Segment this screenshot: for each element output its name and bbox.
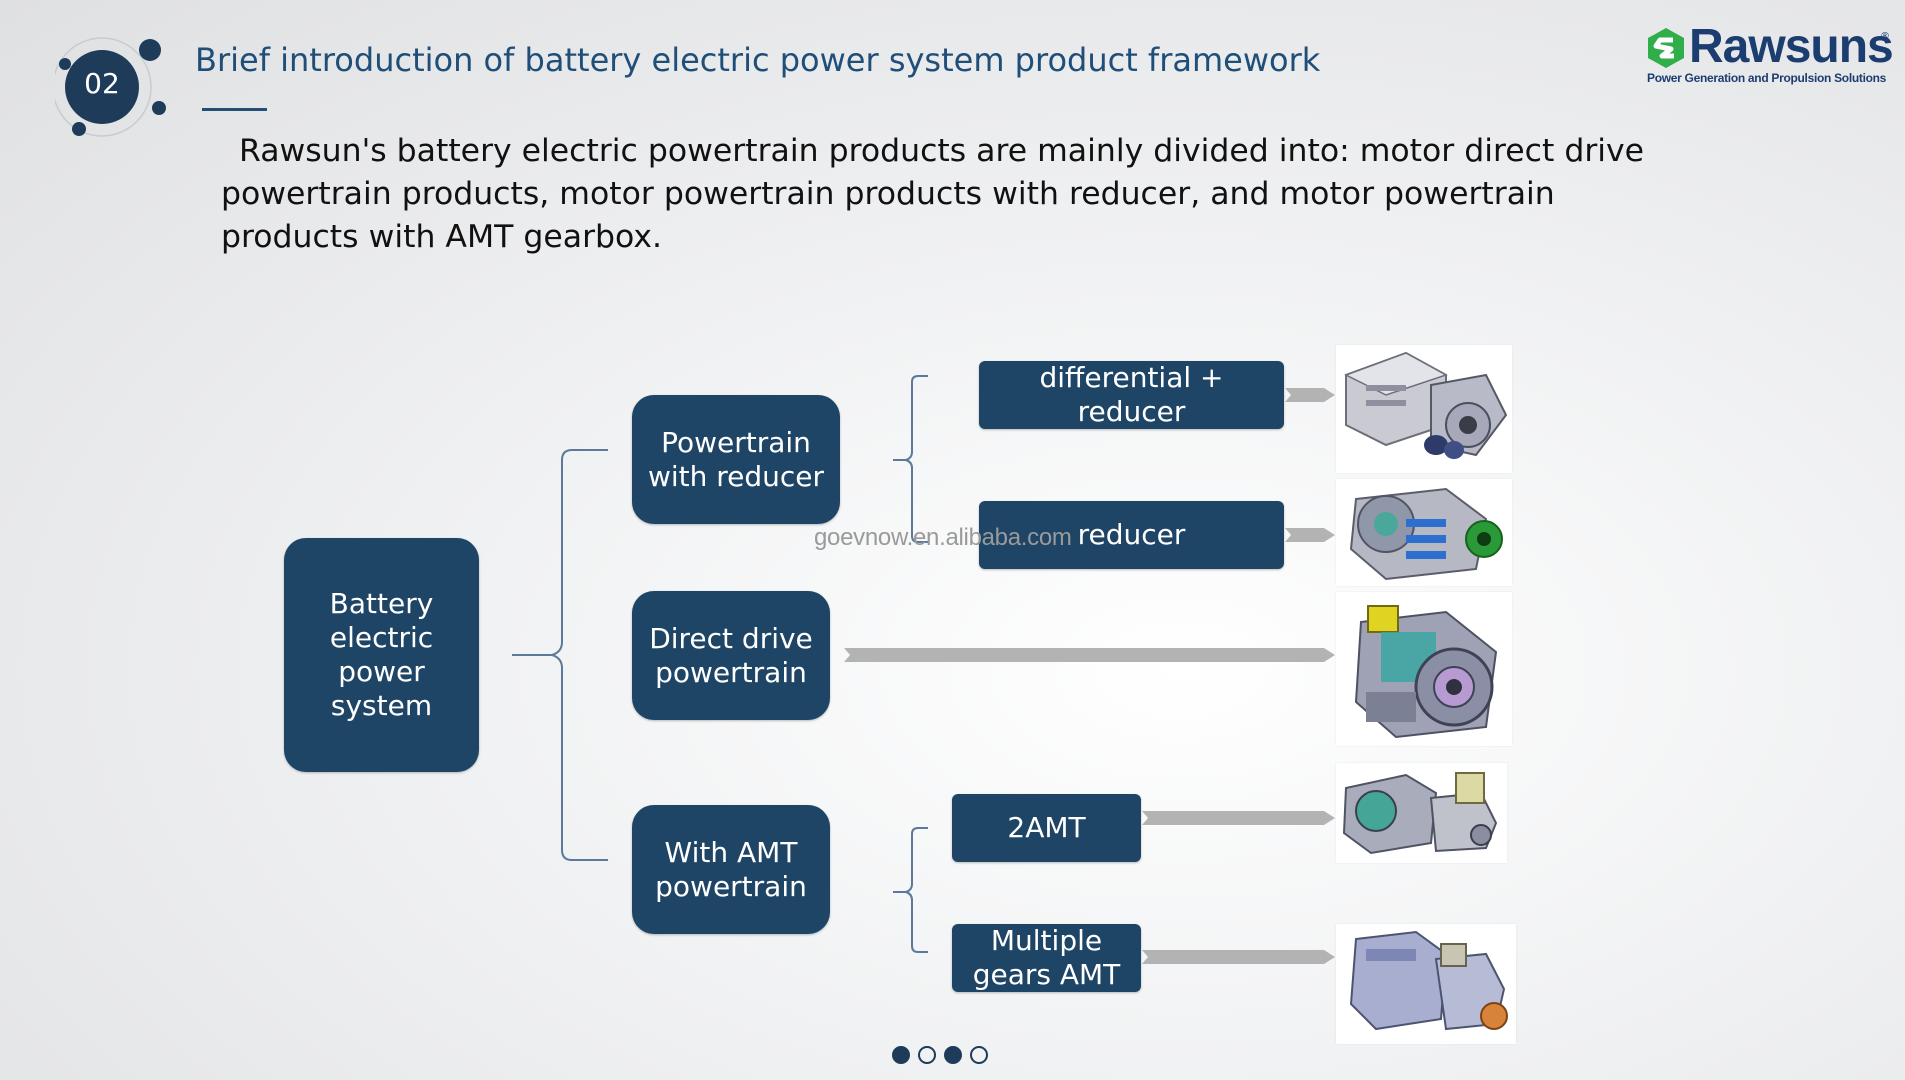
section-number-badge: 02 bbox=[55, 37, 168, 143]
arrow-2amt bbox=[1142, 811, 1335, 825]
logo-registered-mark: ® bbox=[1880, 31, 1890, 42]
leaf-2amt: 2AMT bbox=[952, 794, 1141, 862]
logo-wordmark: Rawsuns bbox=[1689, 20, 1894, 73]
arrow-multi-amt bbox=[1142, 950, 1335, 964]
direct-drive-motor-photo bbox=[1336, 592, 1512, 746]
amt-bracket bbox=[893, 827, 928, 953]
title-underline bbox=[202, 108, 267, 111]
leaf-reducer: reducer bbox=[979, 501, 1284, 569]
branch-powertrain-with-reducer: Powertrain with reducer bbox=[632, 395, 840, 524]
arrow-direct-drive bbox=[844, 648, 1335, 662]
leaf-differential-reducer: differential + reducer bbox=[979, 361, 1284, 429]
pagination-dot-3[interactable] bbox=[944, 1046, 962, 1064]
motor-with-reducer-photo bbox=[1336, 479, 1512, 586]
branch-with-amt-powertrain: With AMT powertrain bbox=[632, 805, 830, 934]
root-node-battery-electric-power-system: Battery electric power system bbox=[284, 538, 479, 772]
reducer-bracket bbox=[893, 375, 928, 543]
logo-tagline: Power Generation and Propulsion Solution… bbox=[1647, 71, 1887, 85]
page-title: Brief introduction of battery electric p… bbox=[195, 41, 1321, 79]
motor-with-2amt-photo bbox=[1336, 763, 1507, 863]
slide-pagination bbox=[892, 1046, 988, 1064]
section-number: 02 bbox=[84, 67, 120, 100]
root-bracket bbox=[512, 449, 608, 861]
pagination-dot-4[interactable] bbox=[970, 1046, 988, 1064]
watermark-text: goevnow.en.alibaba.com bbox=[814, 524, 1072, 551]
motor-with-multiple-gears-amt-photo bbox=[1336, 924, 1516, 1044]
rawsuns-logo: Rawsuns ® Power Generation and Propulsio… bbox=[1645, 20, 1894, 90]
arrow-diff-reducer bbox=[1285, 388, 1335, 402]
pagination-dot-1[interactable] bbox=[892, 1046, 910, 1064]
leaf-multiple-gears-amt: Multiple gears AMT bbox=[952, 924, 1141, 992]
branch-direct-drive-powertrain: Direct drive powertrain bbox=[632, 591, 830, 720]
rawsuns-logo-mark-icon bbox=[1648, 28, 1684, 68]
pagination-dot-2[interactable] bbox=[918, 1046, 936, 1064]
badge-circles-icon bbox=[55, 37, 166, 137]
arrow-reducer bbox=[1285, 528, 1335, 542]
motor-with-differential-reducer-photo bbox=[1336, 345, 1512, 473]
intro-paragraph: Rawsun's battery electric powertrain pro… bbox=[221, 133, 1645, 255]
